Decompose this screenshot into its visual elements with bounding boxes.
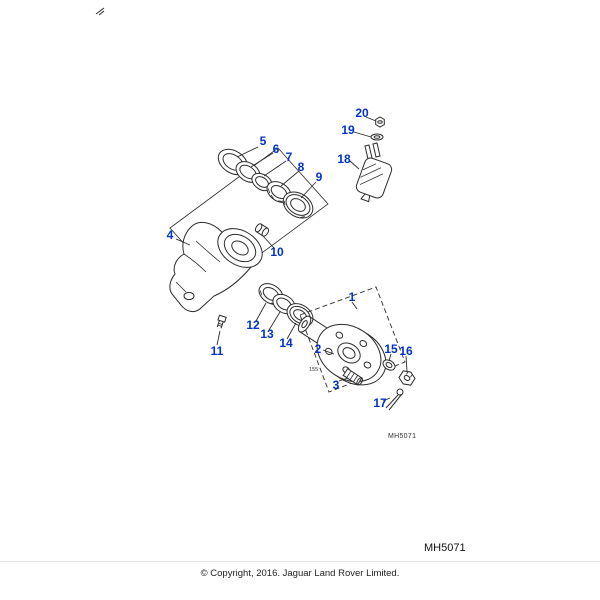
plug-part-10 xyxy=(254,223,270,237)
fitting-part-11 xyxy=(216,314,227,329)
callout-20[interactable]: 20 xyxy=(355,106,369,120)
footer-copyright: © Copyright, 2016. Jaguar Land Rover Lim… xyxy=(200,568,400,579)
callout-13[interactable]: 13 xyxy=(260,327,274,341)
corner-tick-icon xyxy=(95,7,105,16)
callout-15[interactable]: 15 xyxy=(384,342,398,356)
callout-8[interactable]: 8 xyxy=(297,160,305,174)
callout-10[interactable]: 10 xyxy=(270,245,284,259)
callout-5[interactable]: 5 xyxy=(259,134,267,148)
callout-14[interactable]: 14 xyxy=(279,336,293,350)
footer-part-code: MH5071 xyxy=(424,542,466,554)
callout-17[interactable]: 17 xyxy=(373,396,387,410)
callout-11[interactable]: 11 xyxy=(210,344,224,358)
washer-part-15 xyxy=(382,359,396,371)
breather-part-18 xyxy=(355,142,393,203)
footer-divider xyxy=(0,561,600,562)
callout-3[interactable]: 3 xyxy=(332,378,340,392)
callout-7[interactable]: 7 xyxy=(285,150,293,164)
castle-nut-part-16 xyxy=(398,370,416,386)
oil-seal-part-9 xyxy=(282,191,314,219)
callout-18[interactable]: 18 xyxy=(337,152,351,166)
callout-6[interactable]: 6 xyxy=(272,142,280,156)
callout-1[interactable]: 1 xyxy=(348,290,356,304)
nut-part-20 xyxy=(375,116,385,128)
washer-part-19 xyxy=(370,133,384,141)
callout-2[interactable]: 2 xyxy=(314,342,322,356)
axle-housing-part-4 xyxy=(169,221,263,313)
hub-part-2 xyxy=(297,315,387,386)
wheel-stud-part-3 xyxy=(342,368,364,386)
diagram-ref-code: MH5071 xyxy=(388,433,417,440)
hub-marking-text: 155 xyxy=(309,367,318,373)
split-pin-part-17 xyxy=(385,388,404,411)
callout-4[interactable]: 4 xyxy=(166,228,174,242)
callout-16[interactable]: 16 xyxy=(399,344,413,358)
callout-12[interactable]: 12 xyxy=(246,318,260,332)
leader-lines xyxy=(175,116,408,402)
callout-19[interactable]: 19 xyxy=(341,123,355,137)
callout-9[interactable]: 9 xyxy=(315,170,323,184)
hub-assembly-frame xyxy=(299,286,406,393)
